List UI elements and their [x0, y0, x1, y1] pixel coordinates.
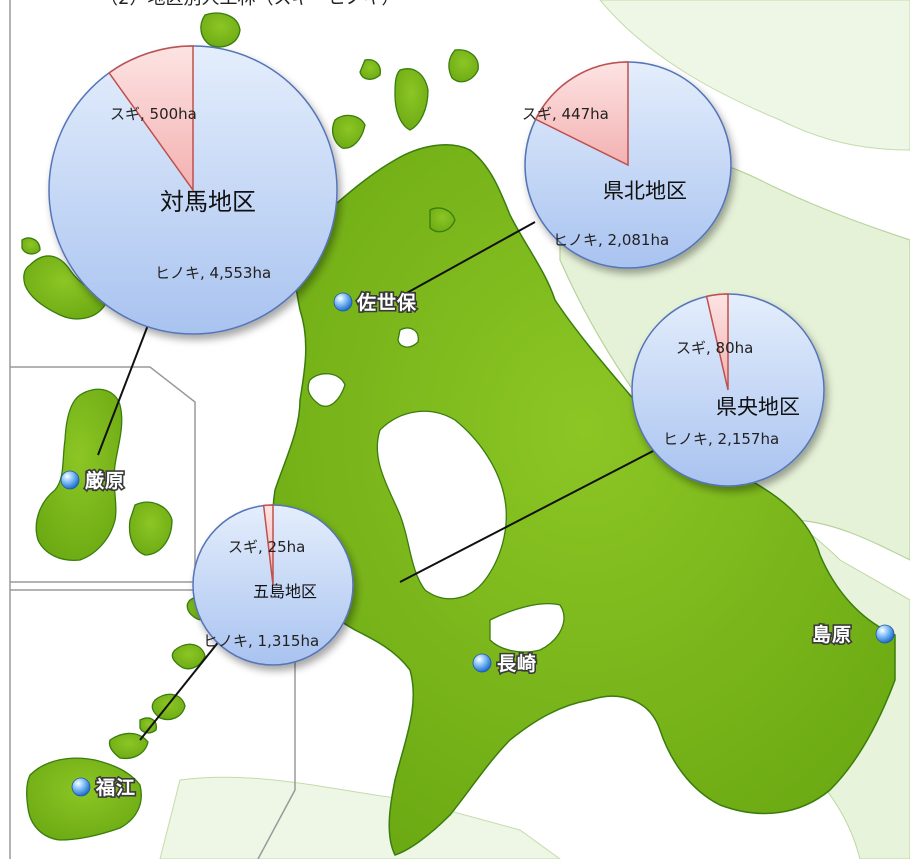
city-fukue: 福江 — [71, 774, 137, 801]
city-label-fukue: 福江 — [95, 776, 136, 799]
region-name: 県央地区 — [716, 395, 800, 419]
slice-label-hinoki: ヒノキ, 2,081ha — [553, 231, 669, 249]
pie-labels-kenhoku: 県北地区 スギ, 447ha ヒノキ, 2,081ha — [522, 105, 687, 249]
slice-label-sugi: スギ, 80ha — [676, 339, 753, 357]
header-text: （2）地区別人工林（スギ・ヒノキ） — [100, 0, 399, 9]
city-marker-icon — [71, 777, 91, 797]
pie-charts: 対馬地区 スギ, 500ha ヒノキ, 4,553ha 県北地区 スギ, 447ha ヒノ… — [48, 45, 825, 666]
city-label-nagasaki: 長崎 — [497, 652, 537, 675]
city-marker-icon — [875, 624, 895, 644]
pie-goto — [192, 504, 354, 666]
pie-kenhoku — [524, 61, 732, 269]
inner-bays — [307, 327, 565, 653]
city-markers: 佐世保 厳原 福江 長崎 島原 — [60, 289, 895, 801]
city-label-sasebo: 佐世保 — [356, 291, 417, 314]
pie-slice-sugi — [108, 45, 194, 193]
slice-label-sugi: スギ, 447ha — [522, 105, 609, 123]
leader-lines — [97, 221, 656, 741]
slice-label-hinoki: ヒノキ, 1,315ha — [203, 632, 319, 650]
city-shimabara: 島原 — [810, 621, 895, 648]
city-marker-icon — [333, 292, 353, 312]
city-label-shimabara: 島原 — [812, 623, 852, 646]
slice-label-sugi: スギ, 25ha — [228, 538, 305, 556]
pie-tsushima — [48, 45, 338, 335]
slice-label-hinoki: ヒノキ, 2,157ha — [663, 430, 779, 448]
city-label-izuhara: 厳原 — [85, 469, 125, 492]
city-marker-icon — [472, 653, 492, 673]
region-name: 五島地区 — [253, 582, 317, 601]
pie-labels-kenou: 県央地区 スギ, 80ha ヒノキ, 2,157ha — [663, 339, 800, 448]
slice-label-sugi: スギ, 500ha — [110, 105, 197, 123]
pie-slice-sugi — [534, 61, 629, 167]
city-izuhara: 厳原 — [60, 467, 126, 494]
land-izuhara-inset — [35, 388, 173, 561]
pie-labels-tsushima: 対馬地区 スギ, 500ha ヒノキ, 4,553ha — [110, 105, 271, 282]
pie-slice-sugi — [262, 504, 274, 586]
land-tsushima-top — [21, 12, 241, 320]
city-nagasaki: 長崎 — [472, 650, 538, 677]
city-marker-icon — [60, 470, 80, 490]
pie-slice-sugi — [705, 293, 729, 391]
city-sasebo: 佐世保 — [333, 289, 418, 316]
pie-kenou — [631, 293, 825, 487]
region-name: 対馬地区 — [160, 188, 256, 216]
region-name: 県北地区 — [603, 179, 687, 203]
slice-label-hinoki: ヒノキ, 4,553ha — [155, 264, 271, 282]
pie-labels-goto: 五島地区 スギ, 25ha ヒノキ, 1,315ha — [203, 538, 319, 650]
